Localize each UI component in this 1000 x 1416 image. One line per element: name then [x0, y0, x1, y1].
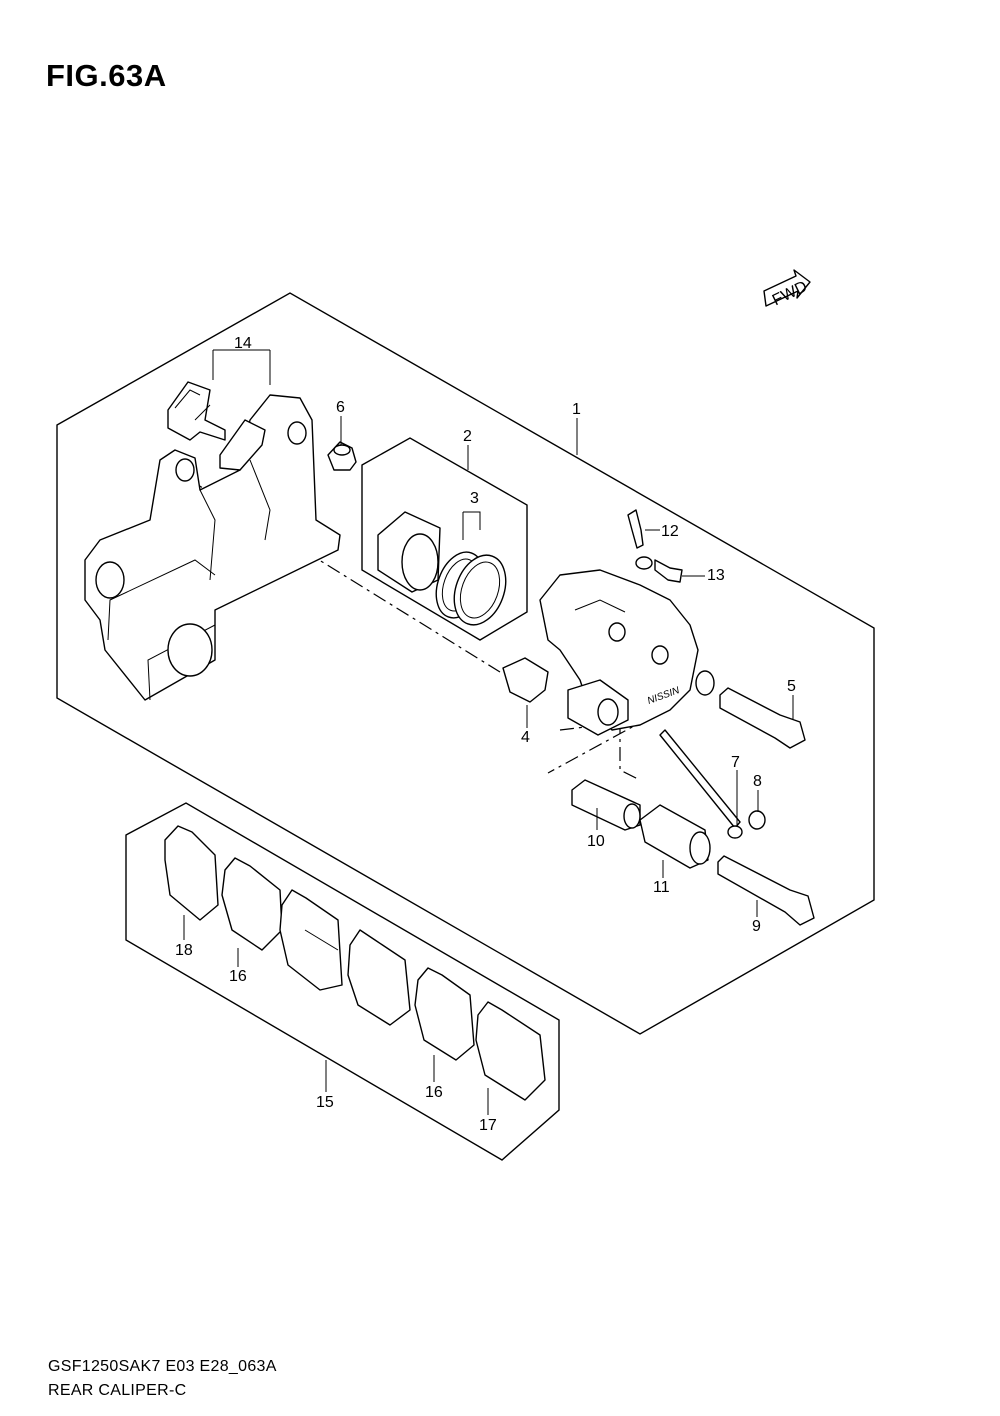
callout-8: 8: [753, 773, 762, 790]
callout-4: 4: [521, 729, 530, 746]
brake-pad-17-shim: [475, 1001, 546, 1101]
brake-pad-16a: [221, 857, 283, 951]
part-9-bolt: [717, 855, 815, 926]
figure-title: FIG.63A: [46, 58, 167, 93]
callout-10: 10: [587, 833, 605, 850]
callout-3: 3: [470, 490, 479, 507]
part-13-hose-fitting: [635, 556, 683, 583]
callout-18: 18: [175, 942, 193, 959]
callout-6: 6: [336, 399, 345, 416]
callout-14: 14: [234, 335, 252, 352]
leader-lines: [183, 349, 794, 1115]
callout-2: 2: [463, 428, 472, 445]
callout-9: 9: [752, 918, 761, 935]
callout-15: 15: [316, 1094, 334, 1111]
callout-13: 13: [707, 567, 725, 584]
diagram-subtitle: REAR CALIPER-C: [48, 1382, 187, 1399]
center-line-bolt: [619, 720, 641, 781]
caliper-body: NISSIN: [539, 569, 715, 736]
part-11-pin-boot: [639, 804, 711, 869]
brake-pad-outer: [347, 929, 411, 1026]
part-14-pad-spring: [167, 381, 266, 471]
pad-set-frame: [125, 802, 560, 1161]
part-7-pad-pin: [659, 729, 743, 839]
callout-5: 5: [787, 678, 796, 695]
caliper-bracket: [84, 394, 341, 701]
callout-16-lower: 16: [425, 1084, 443, 1101]
part-2-piston: [377, 511, 441, 593]
part-10-pin-bushing: [571, 779, 641, 831]
part-12-bleeder: [627, 509, 644, 549]
part-3-piston-seal: [435, 551, 507, 626]
callout-11: 11: [653, 879, 670, 896]
callout-numbers: 14 6 1 2 3 12 13 5 4 7 8 10 11 9 18 16 1…: [175, 335, 796, 1134]
part-6-boot: [327, 441, 357, 471]
part-4-pad-retainer: [502, 657, 549, 703]
callout-12: 12: [661, 523, 679, 540]
callout-17: 17: [479, 1117, 497, 1134]
piston-set-frame: [361, 437, 528, 641]
part-5-slide-pin: [719, 687, 806, 749]
callout-7: 7: [731, 754, 740, 771]
callout-1: 1: [572, 401, 581, 418]
callout-16-upper: 16: [229, 968, 247, 985]
assembly-frame: [56, 292, 875, 1035]
brake-pad-inner: [279, 889, 343, 991]
model-code: GSF1250SAK7 E03 E28_063A: [48, 1358, 277, 1375]
brake-pad-18-shim: [164, 825, 219, 921]
brake-pad-16b: [414, 967, 475, 1061]
fwd-arrow-icon: FWD: [763, 269, 811, 309]
part-8-plug: [748, 810, 766, 830]
